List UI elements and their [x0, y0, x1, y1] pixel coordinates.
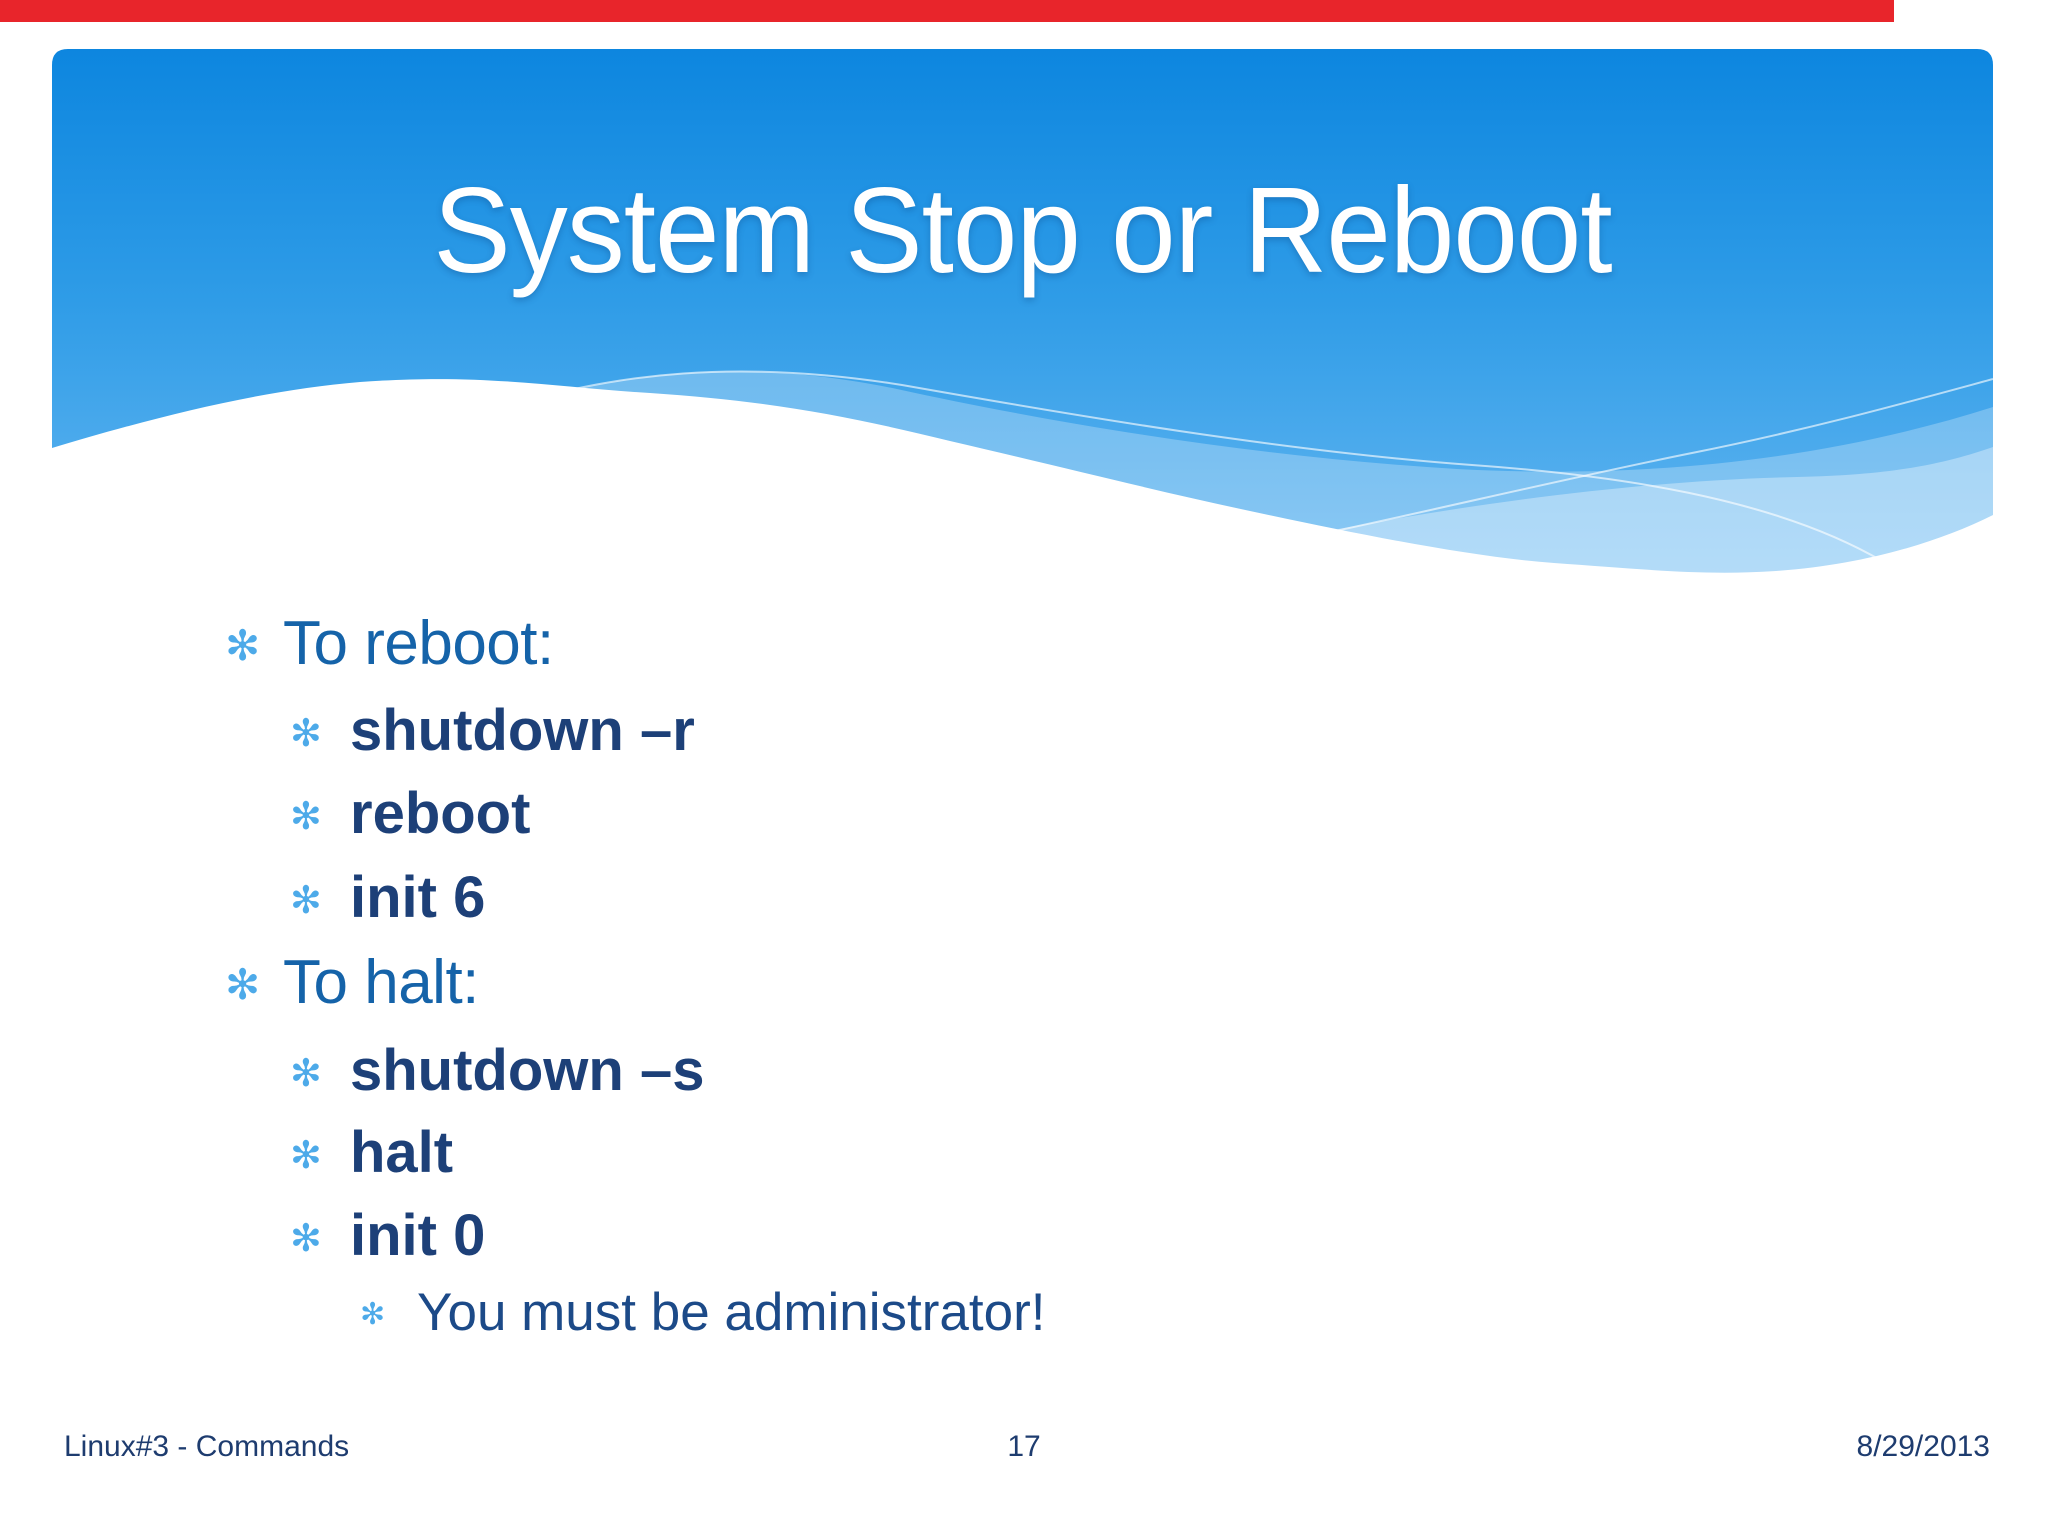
asterisk-bullet-icon: ✻	[290, 1051, 322, 1095]
bullet-line: ✻ shutdown –r	[290, 697, 695, 765]
footer-course-label: Linux#3 - Commands	[64, 1430, 350, 1463]
asterisk-bullet-icon: ✻	[290, 794, 322, 838]
bullet-text: You must be administrator!	[417, 1283, 1046, 1343]
bullet-line: ✻ halt	[290, 1119, 453, 1187]
bullet-text: halt	[350, 1119, 454, 1185]
bullet-text: init 6	[350, 864, 486, 930]
asterisk-bullet-icon: ✻	[225, 621, 260, 670]
bullet-text: shutdown –s	[350, 1037, 705, 1103]
wave-background-graphic	[52, 49, 1993, 609]
slide-title: System Stop or Reboot	[433, 162, 1612, 298]
footer-date: 8/29/2013	[1856, 1430, 1990, 1463]
asterisk-bullet-icon: ✻	[290, 878, 322, 922]
bullet-text: reboot	[350, 780, 531, 846]
bullet-text: shutdown –r	[350, 697, 695, 763]
bullet-line: ✻ init 0	[290, 1202, 485, 1270]
bullet-line: ✻ reboot	[290, 780, 530, 848]
asterisk-bullet-icon: ✻	[290, 711, 322, 755]
slide-page-number: 17	[1007, 1430, 1041, 1463]
bullet-line: ✻ init 6	[290, 864, 485, 932]
bullet-text: init 0	[350, 1202, 486, 1268]
bullet-line: ✻ To reboot:	[225, 607, 554, 681]
video-progress-bar	[0, 0, 1894, 22]
bullet-text: To reboot:	[283, 609, 554, 679]
bullet-line: ✻ shutdown –s	[290, 1037, 704, 1105]
bullet-text: To halt:	[283, 948, 479, 1018]
bullet-line: ✻ You must be administrator!	[360, 1282, 1045, 1344]
title-banner: System Stop or Reboot	[52, 49, 1993, 609]
asterisk-bullet-icon: ✻	[360, 1297, 386, 1332]
asterisk-bullet-icon: ✻	[290, 1216, 322, 1260]
asterisk-bullet-icon: ✻	[290, 1133, 322, 1177]
asterisk-bullet-icon: ✻	[225, 960, 260, 1009]
bullet-line: ✻ To halt:	[225, 946, 479, 1020]
